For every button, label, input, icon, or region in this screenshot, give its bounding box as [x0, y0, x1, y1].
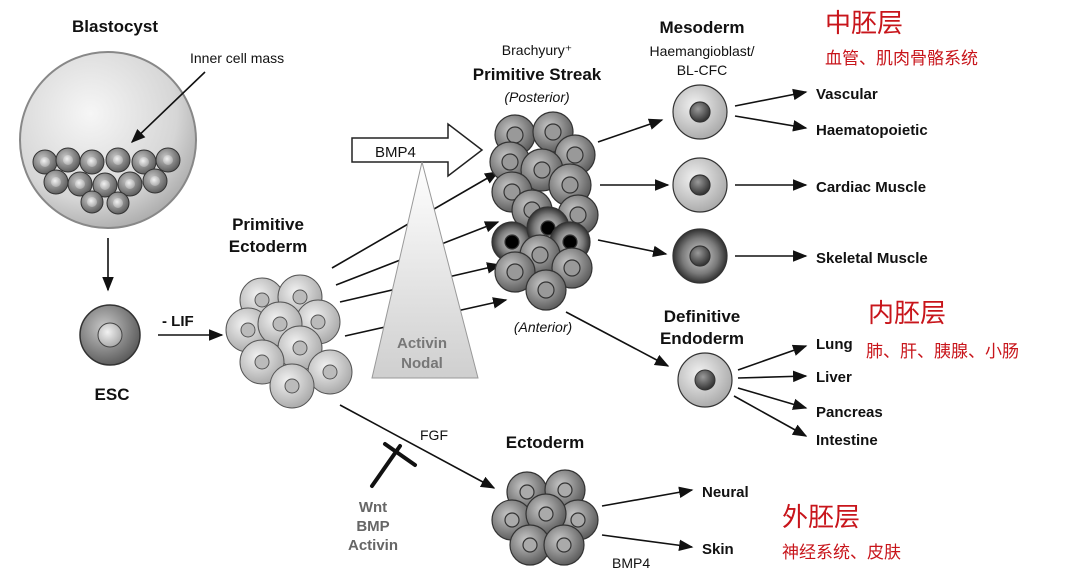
lung-label: Lung — [816, 336, 853, 353]
intestine-label: Intestine — [816, 432, 878, 449]
inner-cell-mass-cells — [32, 147, 181, 215]
inner-cell-mass-label: Inner cell mass — [190, 50, 284, 66]
mesoderm-cn-title: 中胚层 — [825, 9, 903, 39]
ectoderm-fate-arrows — [601, 486, 694, 551]
primitive-ectoderm-cluster — [225, 274, 353, 409]
activin-inhibitor-label: Activin — [348, 537, 398, 554]
ectoderm-cluster — [491, 469, 599, 566]
primitive-ectoderm-label-1: Primitive — [232, 215, 304, 234]
bmp4-bottom-label: BMP4 — [612, 555, 650, 571]
skin-label: Skin — [702, 541, 734, 558]
activin-nodal-gradient — [371, 161, 479, 379]
brachyury-label: Brachyury⁺ — [502, 42, 572, 58]
blastocyst-label: Blastocyst — [72, 17, 158, 36]
mesoderm-label: Mesoderm — [659, 18, 744, 37]
endoderm-nucleus — [694, 369, 716, 391]
primitive-streak-cluster — [489, 111, 599, 311]
anterior-label: (Anterior) — [514, 319, 572, 335]
endoderm-cn-sub: 肺、肝、胰腺、小肠 — [866, 342, 1019, 362]
primitive-streak-label: Primitive Streak — [473, 65, 602, 84]
inner-cell-mass-pointer — [130, 71, 206, 143]
cardiac-muscle-label: Cardiac Muscle — [816, 179, 926, 196]
pancreas-label: Pancreas — [816, 404, 883, 421]
endoderm-fate-arrows — [733, 344, 808, 437]
streak-output-arrows — [565, 118, 670, 367]
ectoderm-label: Ectoderm — [506, 433, 584, 452]
activin-label: Activin — [397, 335, 447, 352]
neural-label: Neural — [702, 484, 749, 501]
ectoderm-cn-title: 外胚层 — [782, 503, 860, 533]
vascular-label: Vascular — [816, 86, 878, 103]
mesoderm-cells — [672, 84, 728, 284]
haematopoietic-label: Haematopoietic — [816, 122, 928, 139]
lif-label: - LIF — [162, 313, 194, 330]
mesoderm-fate-arrows — [734, 88, 808, 262]
haemangioblast-label: Haemangioblast/ — [649, 43, 754, 59]
endoderm-cn-title: 内胚层 — [868, 299, 946, 329]
ectoderm-branch-arrow — [339, 404, 496, 489]
liver-label: Liver — [816, 369, 852, 386]
bl-cfc-label: BL-CFC — [677, 62, 728, 78]
fgf-label: FGF — [420, 427, 448, 443]
posterior-label: (Posterior) — [504, 89, 569, 105]
endoderm-label: Endoderm — [660, 329, 744, 348]
bmp4-gradient-arrow — [351, 122, 484, 178]
wnt-label: Wnt — [359, 499, 387, 516]
bmp4-top-label: BMP4 — [375, 144, 416, 161]
skeletal-muscle-label: Skeletal Muscle — [816, 250, 928, 267]
primitive-ectoderm-label-2: Ectoderm — [229, 237, 307, 256]
nodal-label: Nodal — [401, 355, 443, 372]
bmp-label: BMP — [356, 518, 389, 535]
definitive-label: Definitive — [664, 307, 741, 326]
mesoderm-cn-sub: 血管、肌肉骨骼系统 — [825, 49, 978, 69]
esc-nucleus — [97, 322, 123, 348]
esc-label: ESC — [95, 385, 130, 404]
inhibition-symbol — [370, 442, 417, 488]
ectoderm-cn-sub: 神经系统、皮肤 — [782, 543, 901, 563]
